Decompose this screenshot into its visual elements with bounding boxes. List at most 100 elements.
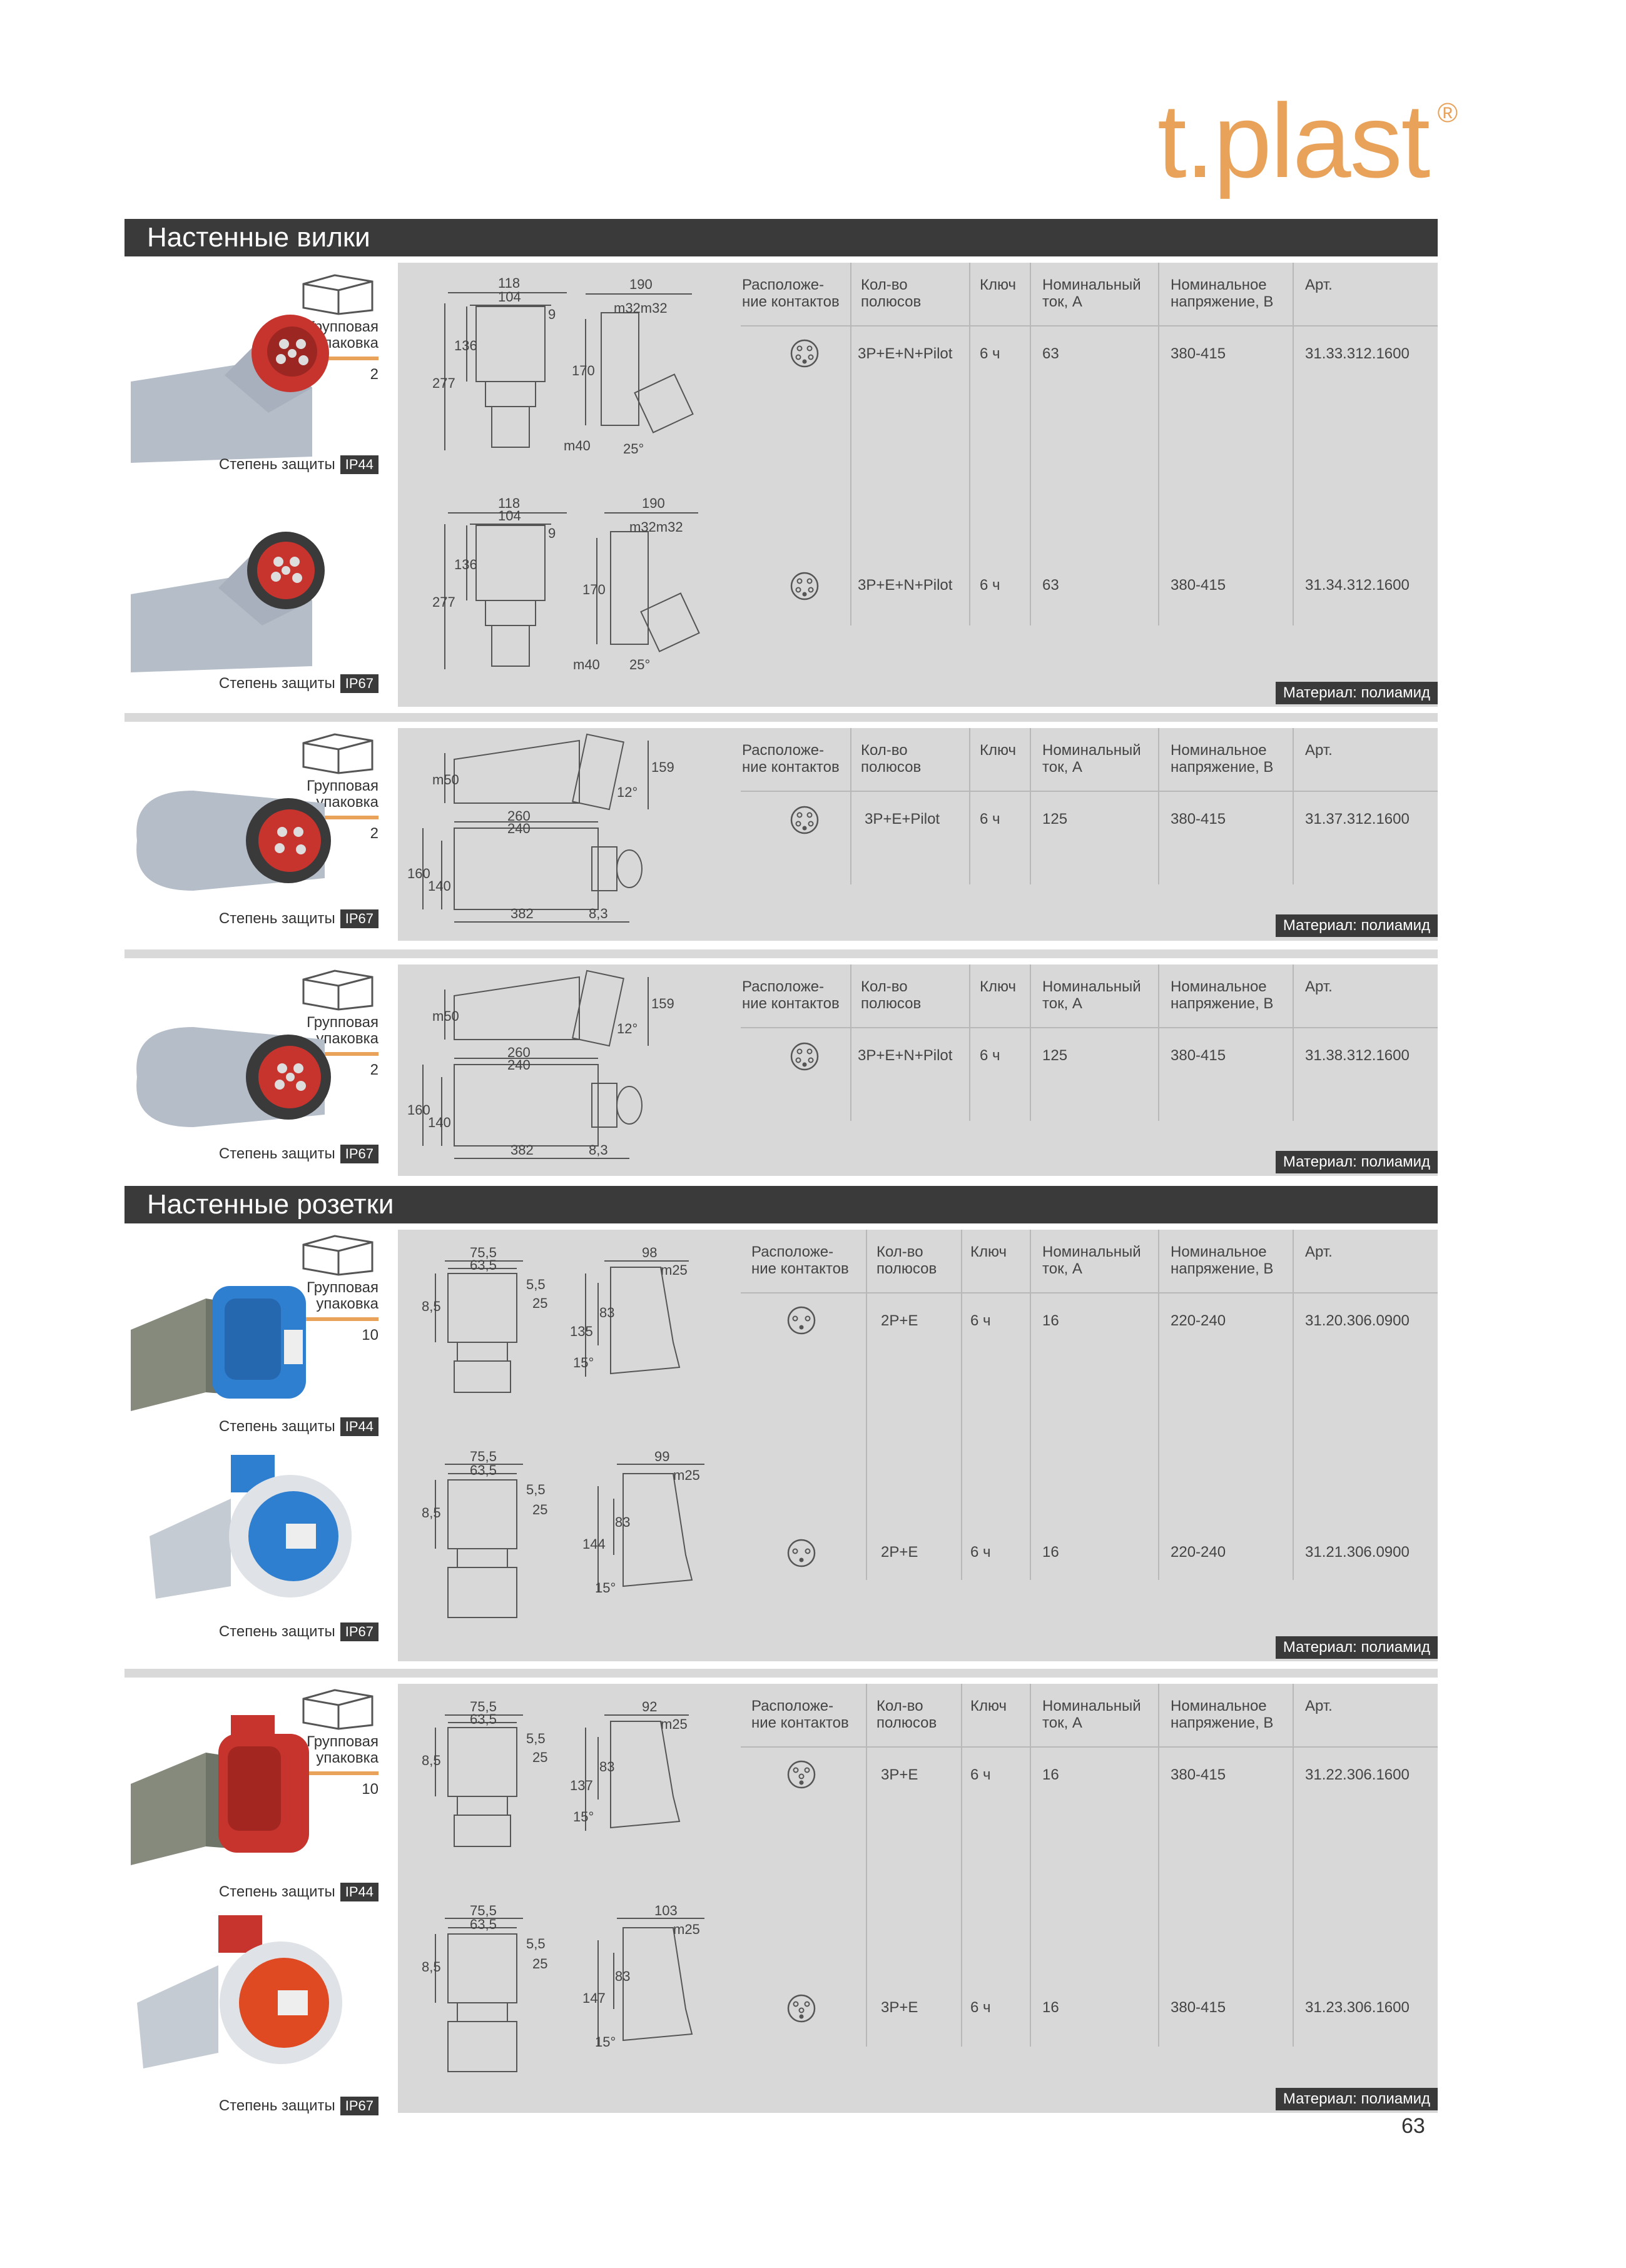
cell-key: 6 ч (980, 1047, 1000, 1064)
col-divider (1293, 1230, 1294, 1580)
spec-table: Расположе- ние контактов Кол-во полюсов … (736, 1684, 1438, 2113)
plug-photo-ip67 (131, 532, 325, 672)
dim-label: 8,3 (589, 1142, 608, 1158)
dim-label: 75,5 (470, 1699, 497, 1714)
dim-label: 75,5 (470, 1449, 497, 1464)
pin-layout-icon (790, 1042, 819, 1071)
dim-label: m40 (564, 438, 591, 453)
cell-art: 31.38.312.1600 (1305, 1047, 1410, 1064)
dim-label: 8,5 (422, 1505, 441, 1521)
pack-count: 2 (370, 366, 379, 383)
group-pack: Групповая упаковка 2 (285, 969, 379, 1078)
col-divider (1030, 964, 1031, 1121)
col-voltage: Номинальное напряжение, В (1171, 742, 1274, 776)
registered-mark: ® (1437, 98, 1458, 128)
dim-label: 277 (432, 594, 455, 610)
group-pack: Групповая упаковка 10 (285, 1235, 379, 1344)
col-current: Номинальный ток, А (1042, 1243, 1141, 1277)
cell-art: 31.20.306.0900 (1305, 1312, 1410, 1329)
header-divider (741, 1746, 1438, 1748)
spec-table: Расположе- ние контактов Кол-во полюсов … (736, 1230, 1438, 1661)
socket-photo-ip67 (150, 1455, 352, 1599)
table-header: Расположе- ние контактов Кол-во полюсов … (736, 964, 1438, 1027)
cell-key: 6 ч (970, 1766, 991, 1783)
dim-label: 63,5 (470, 1711, 497, 1727)
ip-badge: IP67 (340, 674, 379, 693)
accent-bar (305, 1317, 379, 1321)
pin-layout-icon (787, 1760, 816, 1789)
col-divider (850, 964, 851, 1121)
cell-current: 125 (1042, 811, 1068, 828)
dim-label: 75,5 (470, 1903, 497, 1918)
group-pack-label: Групповая упаковка (307, 1279, 379, 1312)
dim-label: 240 (507, 1057, 531, 1073)
dim-label: 5,5 (526, 1277, 546, 1292)
dim-label: m25 (661, 1716, 688, 1732)
col-art: Арт. (1305, 978, 1333, 995)
pack-count: 2 (370, 1061, 379, 1078)
col-divider (1158, 964, 1159, 1121)
col-current: Номинальный ток, А (1042, 978, 1141, 1012)
cell-voltage: 380-415 (1171, 1047, 1226, 1064)
cell-voltage: 380-415 (1171, 811, 1226, 828)
box-icon (302, 733, 373, 774)
col-layout: Расположе- ние контактов (742, 276, 840, 310)
cell-poles: 2P+E (881, 1544, 918, 1561)
cell-voltage: 380-415 (1171, 1766, 1226, 1783)
group-pack: Групповая упаковка 2 (285, 274, 379, 383)
material-badge: Материал: полиамид (1275, 682, 1438, 704)
col-divider (1030, 1684, 1031, 2047)
col-poles: Кол-во полюсов (877, 1698, 937, 1731)
dim-label: 83 (615, 1968, 630, 1984)
dim-label: 9 (548, 306, 556, 322)
dim-label: 25 (532, 1502, 547, 1517)
page-number: 63 (1401, 2114, 1425, 2138)
dim-label: 8,5 (422, 1299, 441, 1314)
technical-drawing-panel: 75,5 63,5 5,5 92 m25 25 8,5 137 83 15° 7… (398, 1684, 736, 2113)
dim-label: 136 (454, 557, 477, 572)
col-current: Номинальный ток, А (1042, 1698, 1141, 1731)
col-divider (1158, 263, 1159, 625)
cell-poles: 3P+E+N+Pilot (858, 345, 953, 362)
pin-layout-icon (787, 1539, 816, 1567)
header-divider (741, 325, 1438, 327)
dim-label: 9 (548, 525, 556, 541)
col-divider (969, 964, 970, 1121)
cell-current: 63 (1042, 345, 1059, 362)
cell-poles: 3P+E+N+Pilot (858, 577, 953, 594)
box-icon (302, 969, 373, 1011)
col-voltage: Номинальное напряжение, В (1171, 276, 1274, 310)
dim-label: 170 (572, 363, 595, 378)
socket-technical-drawing: 75,5 63,5 5,5 98 m25 25 8,5 135 83 15° 7… (422, 1245, 704, 1618)
dim-label: 135 (570, 1324, 593, 1339)
box-icon (302, 1235, 373, 1276)
dim-label: 277 (432, 375, 455, 391)
ip-badge: IP44 (340, 1417, 379, 1436)
table-header: Расположе- ние контактов Кол-во полюсов … (736, 1684, 1438, 1746)
dim-label: 382 (511, 906, 534, 921)
col-art: Арт. (1305, 1698, 1333, 1714)
socket-photo-ip44 (131, 1715, 309, 1865)
group-pack-label: Групповая упаковка (307, 1014, 379, 1047)
dim-label: 25 (532, 1749, 547, 1765)
col-poles: Кол-во полюсов (861, 742, 922, 776)
dim-label: 147 (582, 1990, 606, 2006)
dim-label: 104 (498, 508, 521, 524)
ip-badge: IP67 (340, 2097, 379, 2115)
dim-label: 382 (511, 1142, 534, 1158)
col-poles: Кол-во полюсов (877, 1243, 937, 1277)
dim-label: 118 (498, 275, 520, 291)
col-divider (1030, 263, 1031, 625)
header-divider (741, 1292, 1438, 1293)
dim-label: 25 (532, 1956, 547, 1972)
col-divider (961, 1684, 962, 2047)
cell-poles: 3P+E+Pilot (865, 811, 940, 828)
socket-photo-ip44 (131, 1286, 306, 1411)
dim-label: 260 (507, 1045, 531, 1060)
cell-current: 16 (1042, 1544, 1059, 1561)
material-badge: Материал: полиамид (1275, 1636, 1438, 1659)
